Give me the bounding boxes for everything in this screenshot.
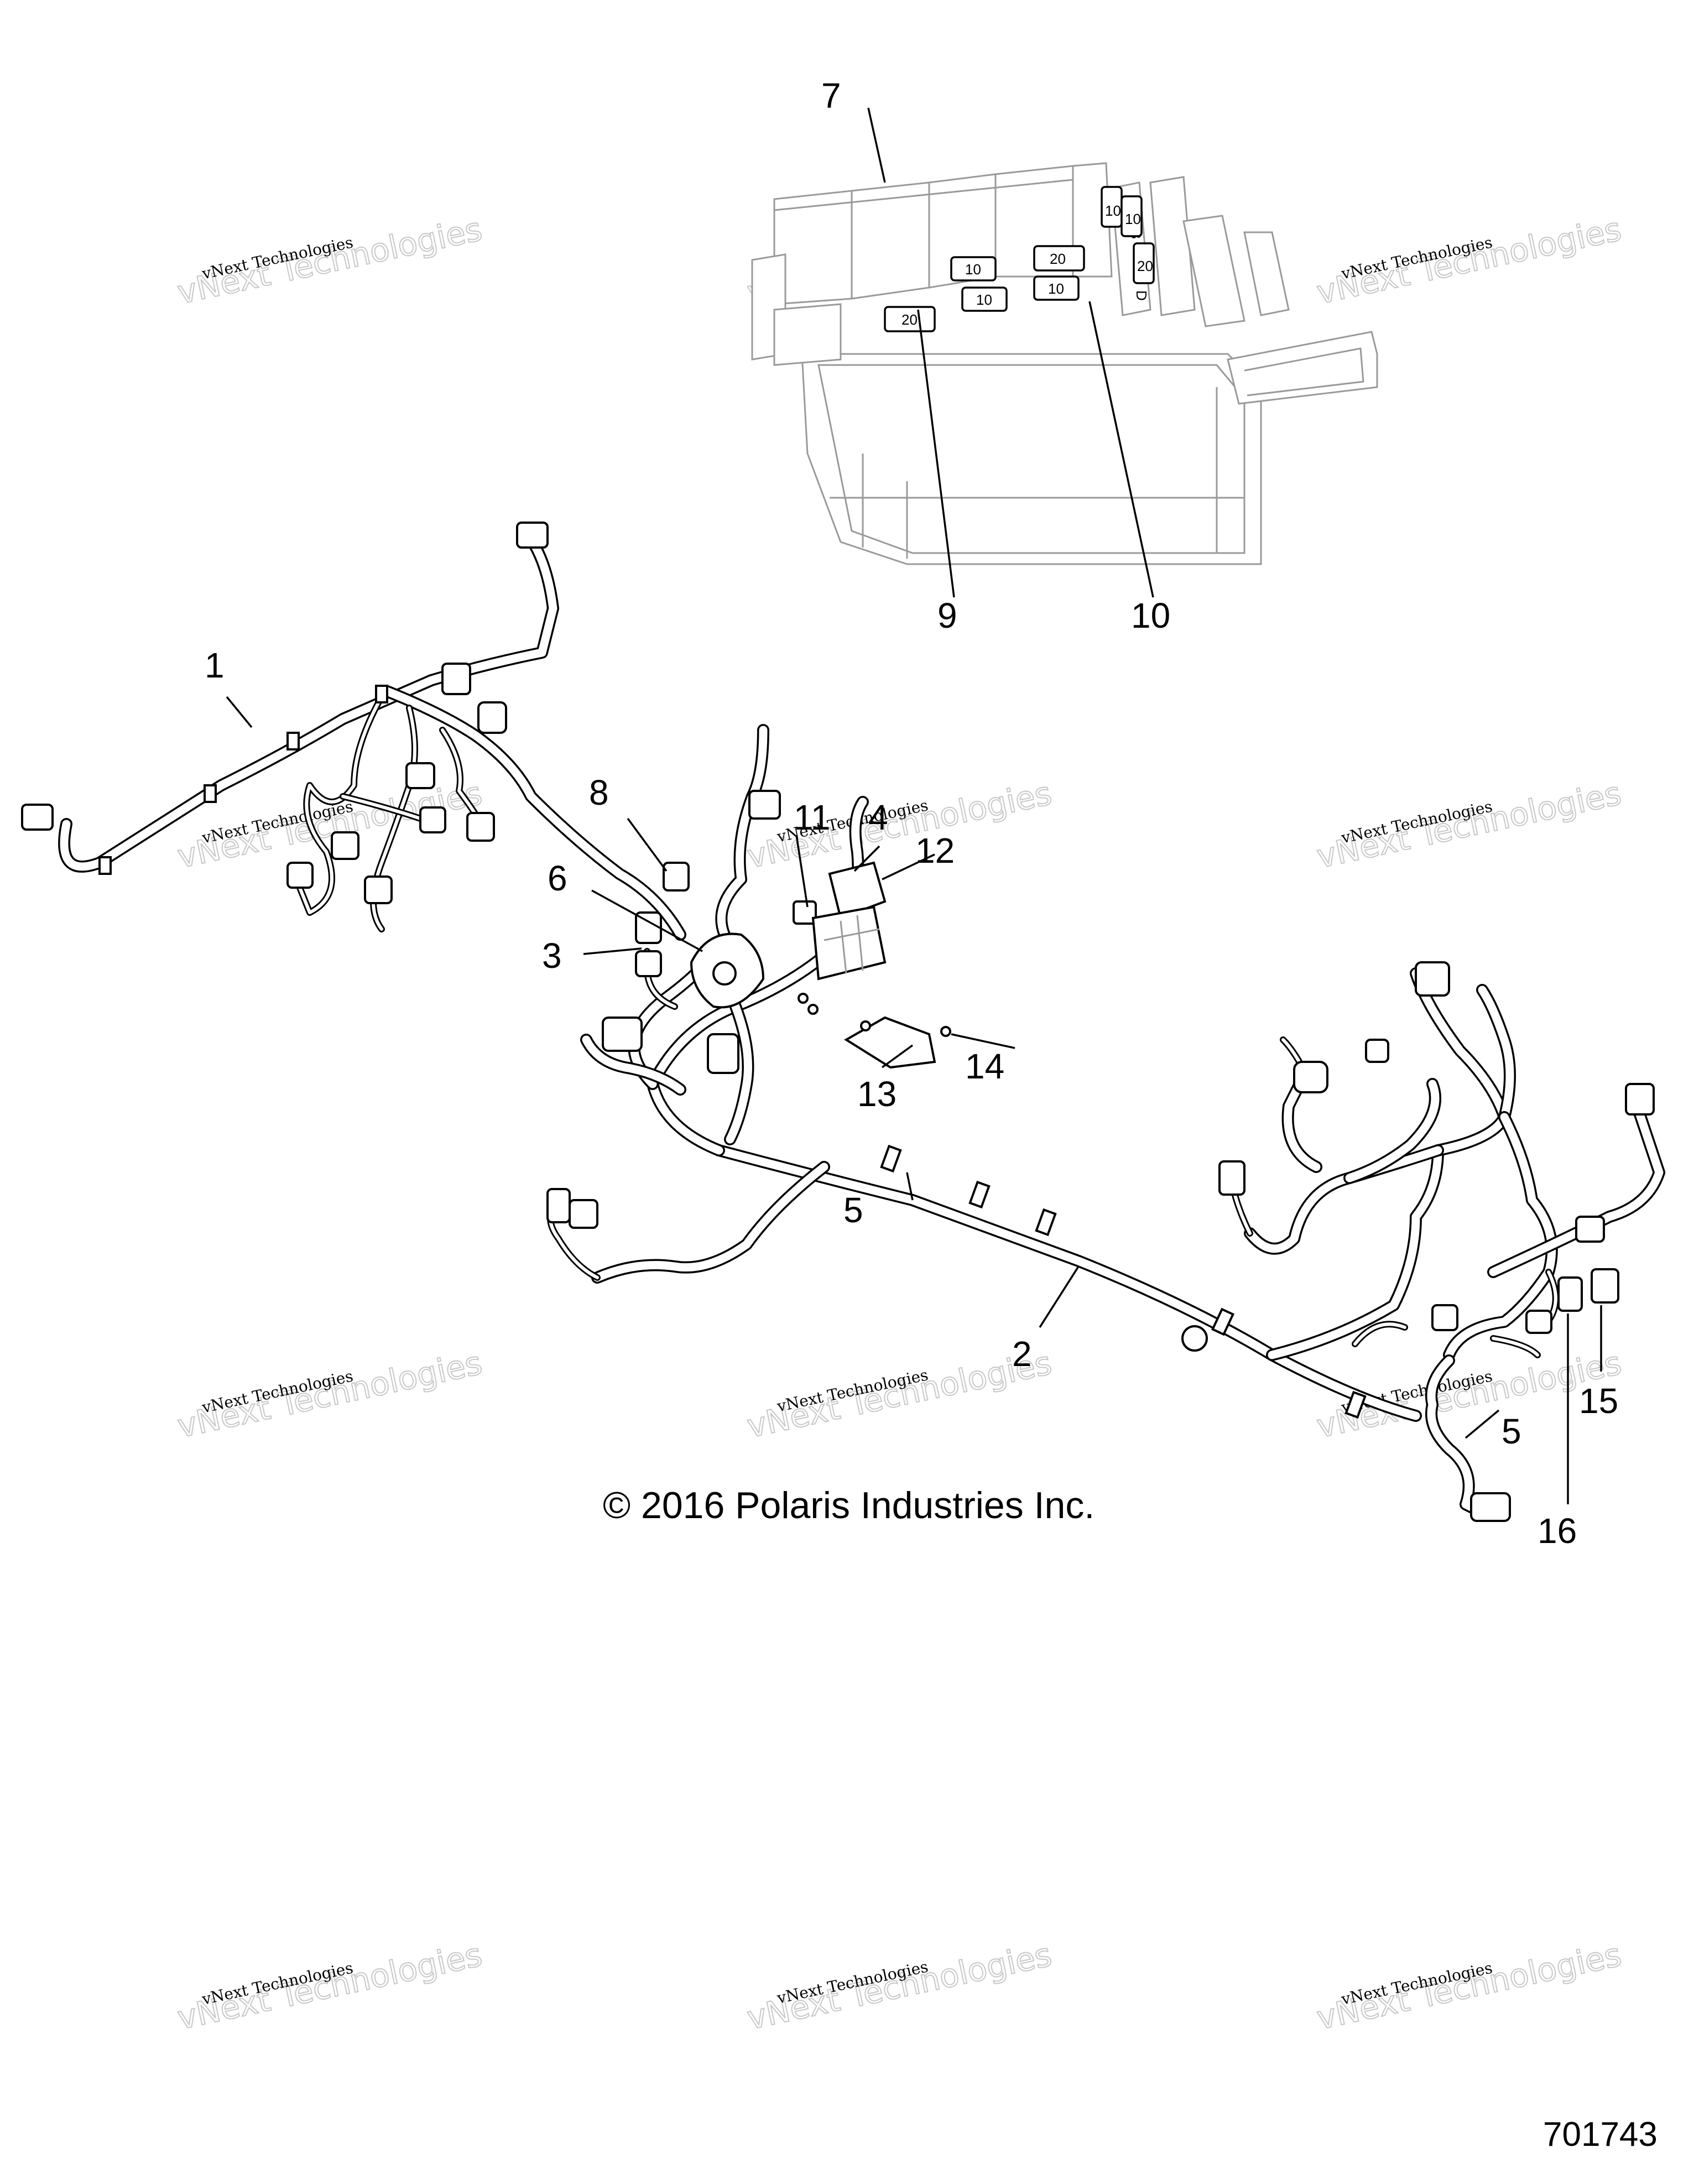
wire-clip (968, 1180, 991, 1209)
connector (707, 1033, 739, 1074)
connector (1575, 1216, 1605, 1243)
wire-clip (1035, 1208, 1057, 1237)
connector (1218, 1160, 1245, 1196)
screw (860, 1020, 871, 1031)
connector (1625, 1083, 1655, 1116)
callout-9: 9 (937, 596, 957, 635)
wire-clip (375, 685, 388, 703)
front-wiring-harness (21, 522, 686, 941)
fuse-10a-top-mid: 10 (950, 256, 997, 282)
document-number: 701743 (1543, 2115, 1658, 2154)
callout-10: 10 (1131, 596, 1170, 635)
fuse-10a-vertical-a: 10 (1101, 186, 1123, 228)
screw (807, 1004, 819, 1015)
connector-item-7 (663, 862, 690, 892)
wire-clip (1181, 1325, 1208, 1352)
connector (364, 875, 393, 904)
connector (1470, 1492, 1511, 1522)
connector (569, 1199, 598, 1229)
callout-12: 12 (915, 831, 955, 871)
fuse-20a-top-right: 20 (1033, 245, 1085, 272)
mounting-plate-item-13 (844, 1016, 936, 1069)
fuse-20a-left: 20 (884, 306, 936, 332)
connector (331, 831, 359, 860)
connector (419, 806, 446, 833)
watermark-bottom-left: vNext Technologies vNext Technologies (174, 1935, 486, 2037)
callout-13: 13 (857, 1074, 897, 1114)
wire-clip (1344, 1390, 1367, 1419)
callout-4: 4 (868, 798, 888, 837)
watermark-top-right: vNext Technologies vNext Technologies (1313, 210, 1625, 312)
watermark-mid-center: vNext Technologies vNext Technologies (743, 774, 1055, 876)
mounting-bracket (690, 932, 765, 1009)
fuse-10a-right: 10 (1033, 275, 1080, 301)
relay-item-16 (1557, 1276, 1583, 1312)
wire-clip (286, 732, 300, 750)
wire-clip (1211, 1307, 1235, 1336)
fuse-position-d: D (1133, 290, 1150, 301)
copyright-notice: © 2016 Polaris Industries Inc. (603, 1484, 1095, 1526)
svg-text:20: 20 (1050, 251, 1066, 267)
watermark-bottom-center: vNext Technologies vNext Technologies (743, 1935, 1055, 2037)
watermark-bottom-right: vNext Technologies vNext Technologies (1313, 1935, 1625, 2037)
connector (441, 663, 471, 695)
connector (748, 790, 781, 820)
grommet (477, 701, 507, 734)
watermark-mid-right: vNext Technologies vNext Technologies (1313, 774, 1625, 876)
callout-6: 6 (548, 858, 567, 898)
watermark-lower-center: vNext Technologies vNext Technologies (743, 1343, 1055, 1446)
svg-text:10: 10 (965, 261, 981, 278)
connector (602, 1017, 643, 1052)
connector (466, 812, 495, 842)
callout-7: 8 (589, 773, 609, 812)
main-wiring-harness (546, 724, 1665, 1522)
svg-text:20: 20 (1137, 258, 1153, 274)
connector-block-item-4 (811, 905, 887, 981)
relay-item-15 (1591, 1268, 1619, 1304)
wire-clip (204, 784, 217, 803)
connector (1431, 1304, 1458, 1331)
svg-text:10: 10 (976, 291, 992, 308)
callout-5-right: 5 (1502, 1411, 1521, 1451)
wire-clip (98, 856, 112, 875)
callout-11: 11 (794, 798, 830, 837)
svg-text:10: 10 (1105, 202, 1121, 219)
relay-item-11 (793, 900, 817, 925)
callout-5-left: 5 (843, 1190, 863, 1230)
callout-1: 1 (205, 645, 225, 685)
connector (1415, 961, 1450, 997)
fuse-10a-vertical-b: 10 (1120, 195, 1143, 237)
connector (635, 950, 662, 977)
callout-15: 15 (1579, 1381, 1618, 1421)
connector (1525, 1310, 1552, 1334)
callout-16: 16 (1538, 1511, 1577, 1551)
connector (546, 1188, 571, 1223)
grommet (1293, 1061, 1328, 1093)
callout-14: 14 (965, 1046, 1004, 1086)
fuse-relay-box: A B C D 20 10 10 10 20 10 1 (751, 162, 1378, 565)
connector (21, 804, 54, 831)
watermark-lower-left: vNext Technologies vNext Technologies (174, 1343, 486, 1446)
connector (1365, 1039, 1389, 1063)
callout-2: 2 (1012, 1334, 1032, 1374)
svg-text:10: 10 (1125, 211, 1141, 227)
svg-text:10: 10 (1048, 280, 1064, 297)
connector (516, 522, 549, 549)
connector (405, 762, 435, 789)
svg-text:20: 20 (901, 311, 918, 328)
screw (798, 993, 809, 1004)
callout-3: 3 (542, 936, 562, 976)
watermark-top-left: vNext Technologies vNext Technologies (174, 210, 486, 312)
fuse-20a-vertical-c: 20 (1133, 242, 1155, 284)
callout-8: 7 (821, 76, 841, 116)
connector (286, 862, 314, 889)
wire-clip (880, 1144, 902, 1173)
screw-item-14 (940, 1026, 951, 1037)
fuse-10a-center: 10 (961, 286, 1008, 312)
